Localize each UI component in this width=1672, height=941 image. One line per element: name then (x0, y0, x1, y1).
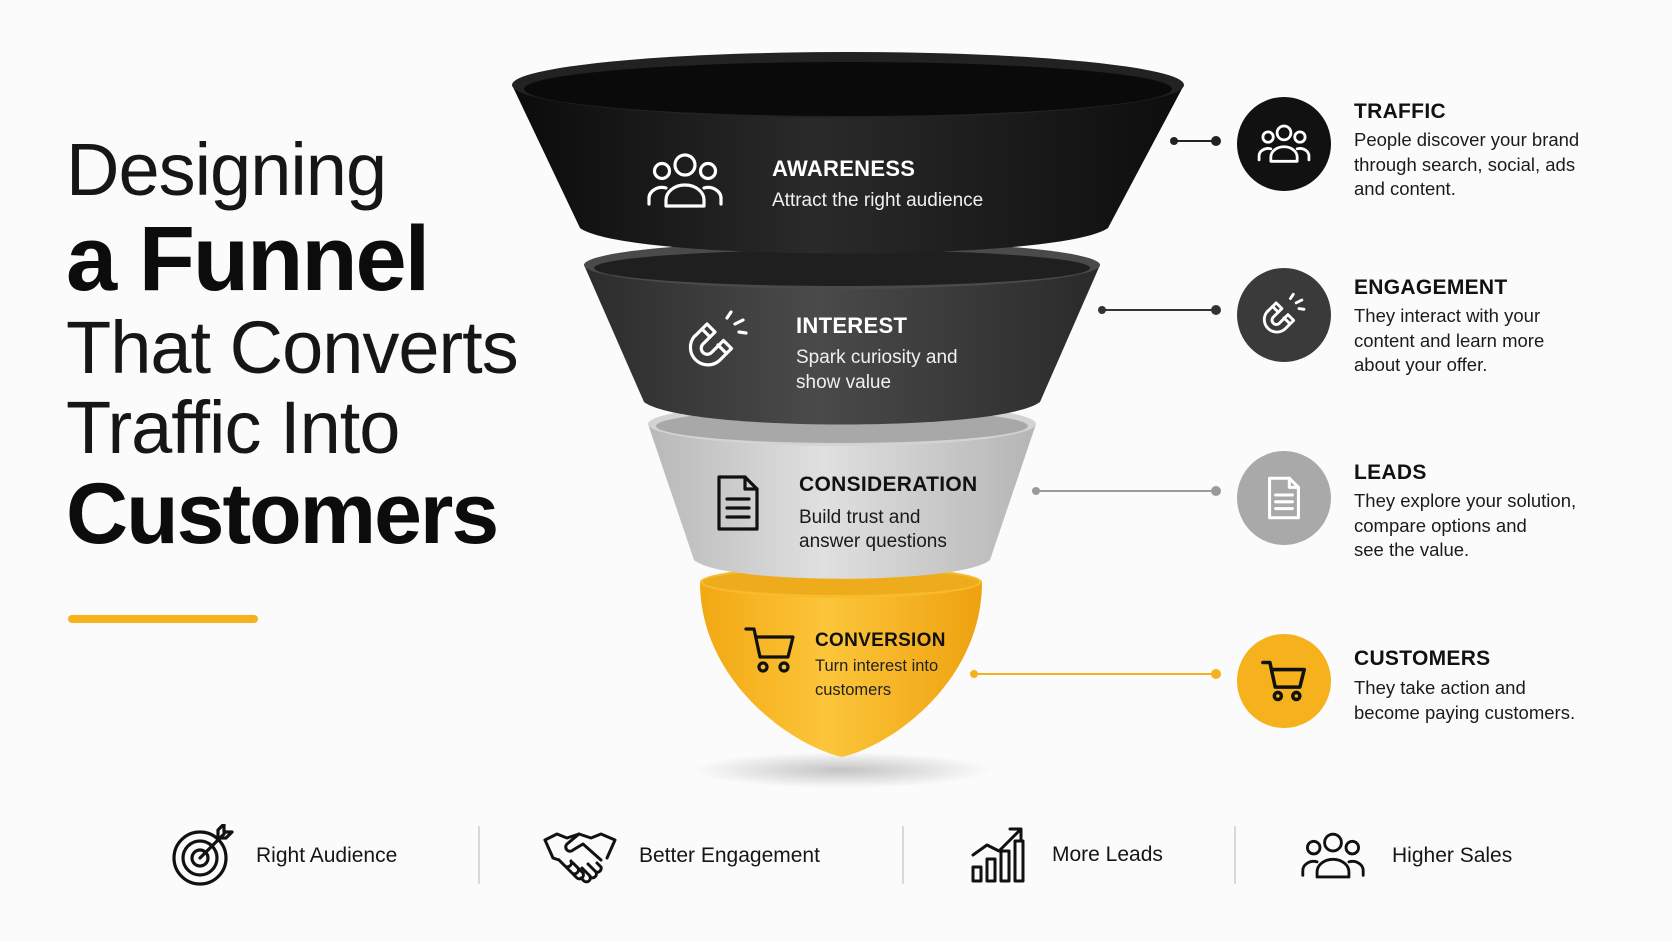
stage-engagement-desc: They interact with your content and lear… (1354, 304, 1624, 378)
benefit-more-leads: More Leads (970, 825, 1163, 885)
users-icon (646, 150, 724, 217)
handshake-icon (543, 832, 617, 884)
stage-engagement-desc-line: about your offer. (1354, 354, 1488, 375)
headline: Designing a Funnel That Converts Traffic… (66, 128, 626, 562)
stage-leads-title: LEADS (1354, 461, 1427, 484)
funnel-layer-interest (584, 241, 1100, 425)
stage-traffic-desc-line: People discover your brand (1354, 129, 1580, 150)
stage-leads-desc: They explore your solution, compare opti… (1354, 489, 1624, 563)
headline-line-5: Customers (66, 466, 499, 562)
connector-traffic (1170, 136, 1221, 146)
stage-leads-icon-circle (1237, 451, 1331, 545)
funnel-interest-title: INTEREST (796, 313, 908, 338)
headline-line-4: Traffic Into (66, 386, 400, 469)
stage-leads-desc-line: see the value. (1354, 539, 1470, 560)
stage-customers-desc-line: They take action and (1354, 677, 1526, 698)
connector-engagement (1098, 305, 1221, 315)
benefit-higher-sales: Higher Sales (1300, 830, 1512, 882)
document-icon (713, 473, 763, 538)
funnel-conversion-title: CONVERSION (815, 630, 946, 651)
stage-traffic-desc: People discover your brand through searc… (1354, 128, 1624, 202)
magnet-icon (683, 308, 753, 379)
stage-traffic-desc-line: and content. (1354, 178, 1456, 199)
stage-engagement-title: ENGAGEMENT (1354, 276, 1508, 299)
cart-icon (744, 625, 796, 680)
divider (478, 826, 480, 884)
funnel-layer-awareness (512, 52, 1184, 254)
stage-customers-desc: They take action and become paying custo… (1354, 676, 1624, 725)
connector-leads (1032, 486, 1221, 496)
funnel-shadow (692, 752, 992, 788)
stage-engagement-icon-circle (1237, 268, 1331, 362)
headline-line-3: That Converts (66, 306, 519, 389)
users-icon (1257, 124, 1311, 163)
stage-engagement-desc-line: They interact with your (1354, 305, 1541, 326)
stage-leads-desc-line: compare options and (1354, 514, 1527, 536)
stage-customers-desc-line: become paying customers. (1354, 701, 1576, 723)
benefit-better-engagement: Better Engagement (543, 826, 820, 886)
funnel-awareness-subtitle: Attract the right audience (772, 190, 984, 211)
funnel-conversion-subtitle-2: customers (815, 681, 892, 699)
stage-leads-desc-line: They explore your solution, (1354, 490, 1577, 511)
connector-customers (970, 669, 1221, 679)
growth-chart-icon (971, 827, 1025, 883)
benefit-right-audience: Right Audience (170, 824, 397, 888)
benefit-right-audience-label: Right Audience (256, 844, 398, 867)
stage-customers-title: CUSTOMERS (1354, 647, 1491, 670)
benefit-higher-sales-label: Higher Sales (1392, 844, 1513, 867)
headline-accent-underline (68, 615, 258, 623)
divider (1234, 826, 1236, 884)
funnel-interest-subtitle-2: show value (796, 372, 892, 393)
headline-line-1: Designing (66, 128, 387, 211)
stage-customers-icon-circle (1237, 634, 1331, 728)
cart-icon (1261, 660, 1306, 702)
benefit-better-engagement-label: Better Engagement (639, 844, 820, 867)
funnel-consideration-subtitle-2: answer questions (799, 531, 947, 552)
divider (902, 826, 904, 884)
stage-traffic-icon-circle (1237, 97, 1331, 191)
funnel-consideration-title: CONSIDERATION (799, 473, 978, 496)
magnet-icon (1262, 292, 1306, 334)
stage-engagement-desc-line: content and learn more (1354, 329, 1545, 351)
stage-traffic-title: TRAFFIC (1354, 100, 1446, 123)
funnel-interest-subtitle-1: Spark curiosity and (796, 347, 958, 368)
target-icon (172, 824, 234, 886)
funnel-awareness-title: AWARENESS (772, 156, 916, 181)
users-icon (1301, 832, 1365, 879)
stage-traffic-desc-line: through search, social, ads (1354, 153, 1576, 175)
headline-line-2: a Funnel (66, 208, 430, 310)
funnel-consideration-subtitle-1: Build trust and (799, 507, 921, 528)
document-icon (1268, 476, 1300, 520)
benefit-more-leads-label: More Leads (1052, 843, 1163, 866)
funnel-conversion-subtitle-1: Turn interest into (815, 657, 939, 675)
